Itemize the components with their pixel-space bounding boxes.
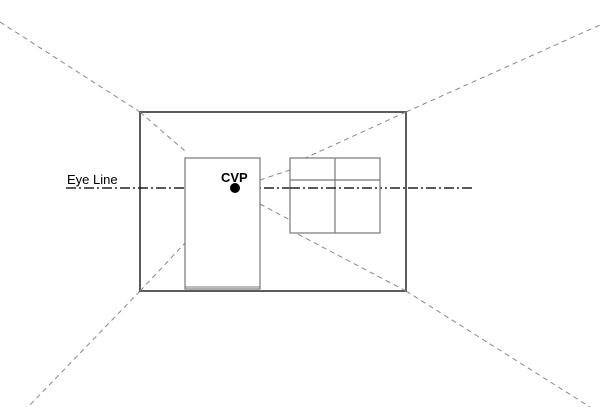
cvp-point bbox=[230, 183, 240, 193]
diagonal-bottom-right bbox=[405, 290, 591, 407]
diagonal-top-left bbox=[0, 21, 141, 113]
diagonal-top-right bbox=[405, 24, 600, 113]
corner-diagonals bbox=[0, 21, 600, 407]
orthogonal-bottom-right bbox=[289, 229, 407, 292]
orthogonal-to-window bbox=[259, 169, 291, 181]
diagonal-bottom-left bbox=[27, 290, 141, 407]
orthogonal-door-right bbox=[259, 203, 291, 221]
back-wall bbox=[139, 111, 407, 292]
eye-line-label: Eye Line bbox=[67, 172, 118, 187]
orthogonal-top-left bbox=[139, 111, 186, 152]
cvp-label: CVP bbox=[221, 170, 248, 185]
orthogonal-top-right bbox=[289, 111, 407, 166]
door bbox=[184, 157, 261, 290]
orthogonal-lines bbox=[139, 111, 407, 292]
orthogonal-bottom-left bbox=[139, 242, 186, 292]
window bbox=[289, 157, 381, 234]
